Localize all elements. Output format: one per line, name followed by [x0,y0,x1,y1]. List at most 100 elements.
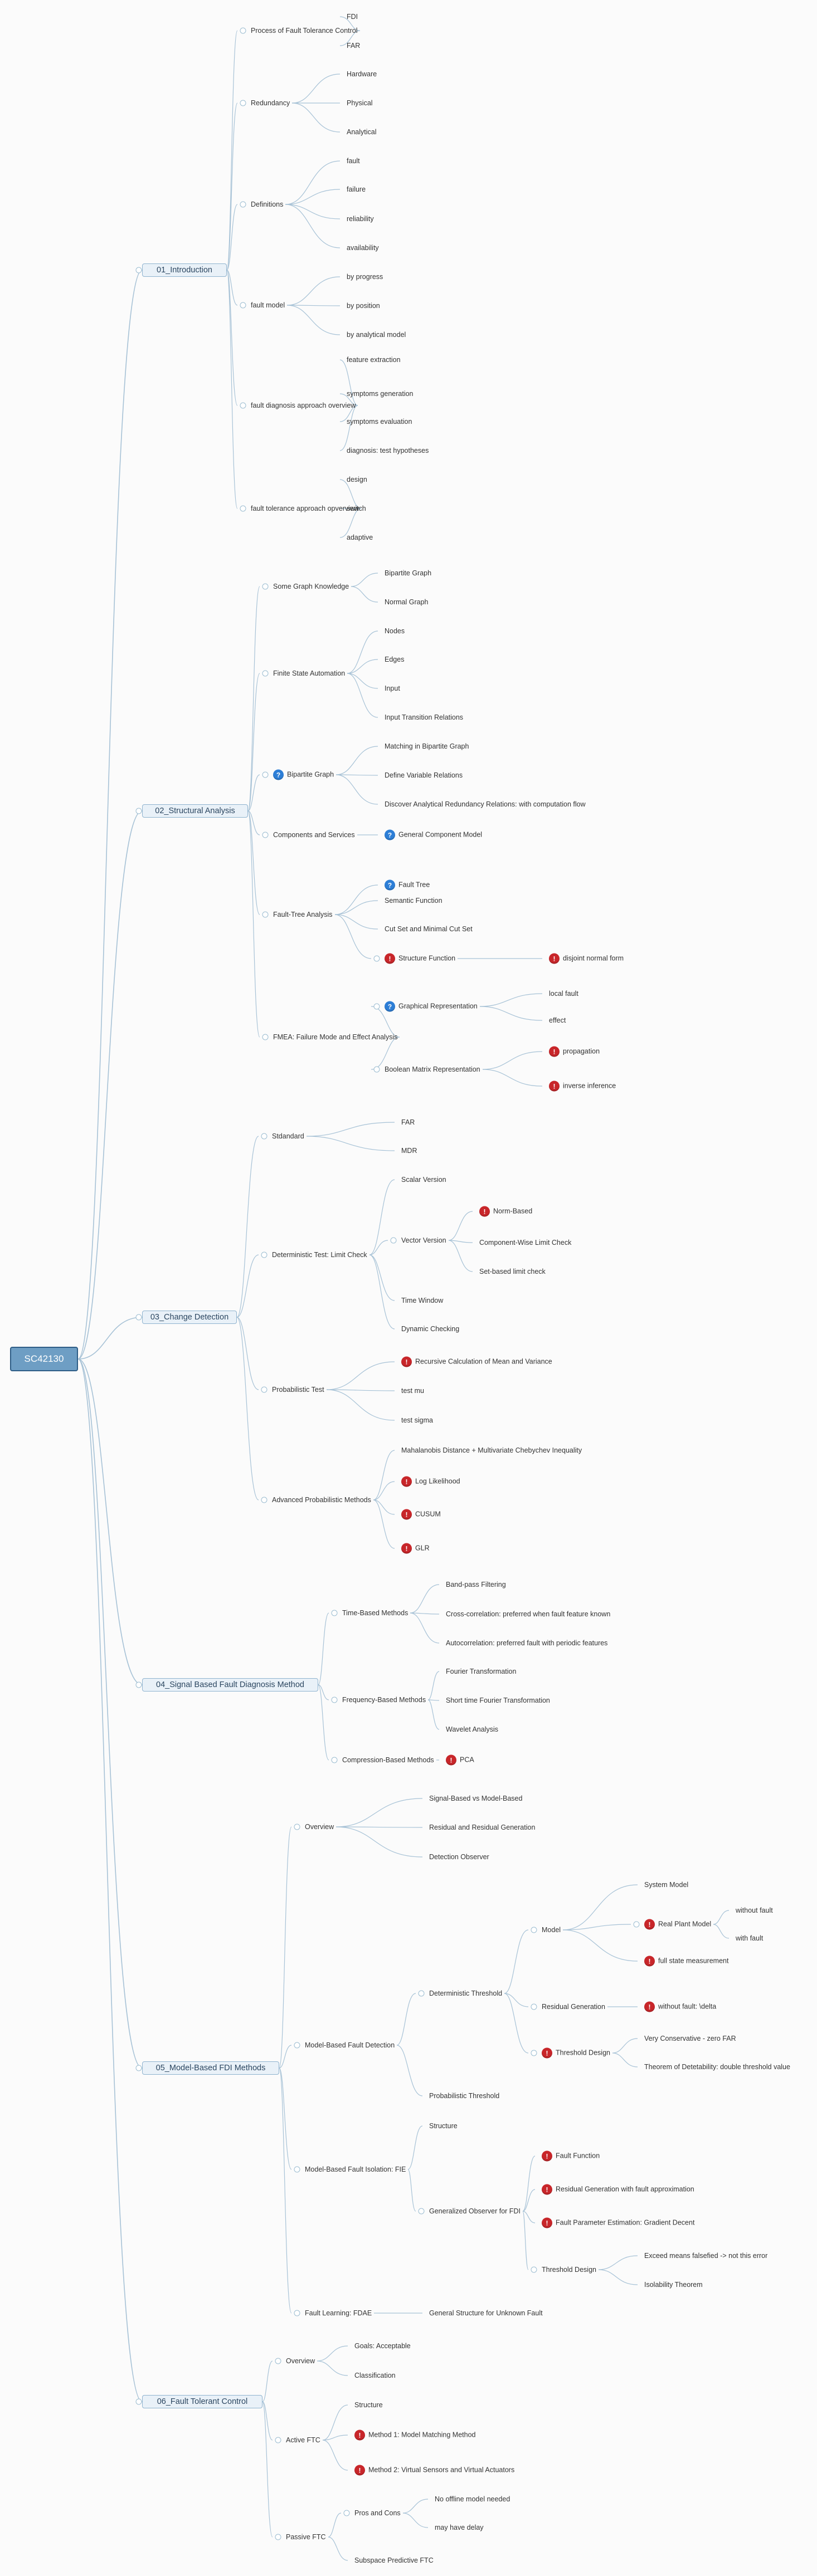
topic-node-overview[interactable]: Overview [305,1824,334,1831]
topic-node-discover-analytical-redundancy-relations-with-co[interactable]: Discover Analytical Redundancy Relations… [385,801,586,808]
topic-node-reliability[interactable]: reliability [347,216,374,223]
topic-node-normal-graph[interactable]: Normal Graph [385,599,429,606]
topic-node-component-wise-limit-check[interactable]: Component-Wise Limit Check [479,1239,571,1247]
topic-node-physical[interactable]: Physical [347,100,373,107]
topic-node-inverse-inference[interactable]: !inverse inference [549,1081,616,1092]
collapse-toggle[interactable] [418,2208,425,2215]
topic-node-general-component-model[interactable]: ?General Component Model [385,829,482,840]
topic-node-residual-generation[interactable]: Residual Generation [542,2003,605,2011]
topic-node-structure-function[interactable]: !Structure Function [385,953,455,964]
collapse-toggle[interactable] [275,2437,281,2443]
topic-node-cut-set-and-minimal-cut-set[interactable]: Cut Set and Minimal Cut Set [385,926,473,933]
collapse-toggle[interactable] [261,1386,268,1393]
collapse-toggle[interactable] [531,2266,537,2273]
topic-node-detection-observer[interactable]: Detection Observer [429,1854,489,1861]
topic-node-edges[interactable]: Edges [385,656,404,663]
topic-node-probabilistic-threshold[interactable]: Probabilistic Threshold [429,2093,499,2100]
topic-node-symptoms-evaluation[interactable]: symptoms evaluation [347,418,412,426]
topic-node-method-2-virtual-sensors-and-virtual-actuators[interactable]: !Method 2: Virtual Sensors and Virtual A… [354,2465,514,2476]
topic-node-real-plant-model[interactable]: !Real Plant Model [644,1919,711,1930]
topic-node-mdr[interactable]: MDR [401,1147,417,1155]
topic-node-fault-learning-fdae[interactable]: Fault Learning: FDAE [305,2310,372,2317]
topic-node-definitions[interactable]: Definitions [251,201,283,208]
topic-node-far[interactable]: FAR [401,1119,415,1126]
collapse-toggle[interactable] [294,2310,300,2316]
topic-node-symptoms-generation[interactable]: symptoms generation [347,390,414,398]
collapse-toggle[interactable] [294,2042,300,2049]
collapse-toggle[interactable] [331,1610,338,1616]
topic-node-isolability-theorem[interactable]: Isolability Theorem [644,2281,703,2289]
topic-node-effect[interactable]: effect [549,1017,566,1024]
topic-node-structure[interactable]: Structure [354,2402,383,2409]
collapse-toggle[interactable] [373,1066,380,1073]
collapse-toggle[interactable] [294,2166,300,2173]
topic-node-fault-tree-analysis[interactable]: Fault-Tree Analysis [273,911,333,918]
topic-node-diagnosis-test-hypotheses[interactable]: diagnosis: test hypotheses [347,447,429,454]
collapse-toggle[interactable] [418,1990,425,1997]
section-node-06-fault-tolerant-control[interactable]: 06_Fault Tolerant Control [142,2395,262,2408]
collapse-toggle[interactable] [262,1034,269,1040]
topic-node-fault-tree[interactable]: ?Fault Tree [385,879,430,891]
topic-node-without-fault-delta[interactable]: !without fault: \delta [644,2001,716,2012]
topic-node-finite-state-automation[interactable]: Finite State Automation [273,670,345,677]
topic-node-frequency-based-methods[interactable]: Frequency-Based Methods [342,1697,426,1704]
topic-node-autocorrelation-preferred-fault-with-periodic-fe[interactable]: Autocorrelation: preferred fault with pe… [446,1640,607,1647]
topic-node-test-mu[interactable]: test mu [401,1387,424,1395]
topic-node-design[interactable]: design [347,476,367,483]
collapse-toggle[interactable] [331,1757,338,1763]
topic-node-feature-extraction[interactable]: feature extraction [347,356,401,364]
topic-node-components-and-services[interactable]: Components and Services [273,832,355,839]
collapse-toggle[interactable] [240,402,246,409]
topic-node-bipartite-graph[interactable]: ?Bipartite Graph [273,769,334,780]
topic-node-method-1-model-matching-method[interactable]: !Method 1: Model Matching Method [354,2430,475,2441]
topic-node-adaptive[interactable]: adaptive [347,534,373,541]
topic-node-semantic-function[interactable]: Semantic Function [385,897,442,905]
collapse-toggle[interactable] [135,2398,142,2405]
topic-node-glr[interactable]: !GLR [401,1543,430,1554]
topic-node-recursive-calculation-of-mean-and-variance[interactable]: !Recursive Calculation of Mean and Varia… [401,1356,552,1367]
topic-node-threshold-design[interactable]: Threshold Design [542,2266,596,2274]
topic-node-dynamic-checking[interactable]: Dynamic Checking [401,1326,459,1333]
collapse-toggle[interactable] [275,2534,281,2540]
topic-node-band-pass-filtering[interactable]: Band-pass Filtering [446,1581,506,1588]
topic-node-bipartite-graph[interactable]: Bipartite Graph [385,570,431,577]
collapse-toggle[interactable] [261,1133,268,1140]
collapse-toggle[interactable] [531,1927,537,1933]
topic-node-process-of-fault-tolerance-control[interactable]: Process of Fault Tolerance Control [251,27,358,35]
topic-node-deterministic-test-limit-check[interactable]: Deterministic Test: Limit Check [272,1252,367,1259]
topic-node-deterministic-threshold[interactable]: Deterministic Threshold [429,1990,502,1997]
collapse-toggle[interactable] [261,1252,268,1258]
collapse-toggle[interactable] [135,1682,142,1688]
topic-node-redundancy[interactable]: Redundancy [251,100,290,107]
collapse-toggle[interactable] [262,670,269,677]
topic-node-mahalanobis-distance-multivariate-chebychev-ineq[interactable]: Mahalanobis Distance + Multivariate Cheb… [401,1447,582,1454]
topic-node-model[interactable]: Model [542,1927,561,1934]
topic-node-fault-parameter-estimation-gradient-decent[interactable]: !Fault Parameter Estimation: Gradient De… [542,2217,694,2228]
topic-node-with-fault[interactable]: with fault [736,1935,763,1942]
topic-node-nodes[interactable]: Nodes [385,628,405,635]
collapse-toggle[interactable] [261,1497,268,1503]
section-node-04-signal-based-fault-diagnosis-method[interactable]: 04_Signal Based Fault Diagnosis Method [142,1678,318,1692]
topic-node-generalized-observer-for-fdi[interactable]: Generalized Observer for FDI [429,2208,521,2215]
topic-node-fault-diagnosis-approach-overview[interactable]: fault diagnosis approach overview [251,402,356,409]
collapse-toggle[interactable] [531,2003,537,2010]
collapse-toggle[interactable] [633,1921,640,1928]
topic-node-system-model[interactable]: System Model [644,1881,688,1889]
topic-node-classification[interactable]: Classification [354,2372,396,2379]
collapse-toggle[interactable] [135,808,142,814]
topic-node-by-position[interactable]: by position [347,302,380,310]
topic-node-local-fault[interactable]: local fault [549,990,578,998]
topic-node-scalar-version[interactable]: Scalar Version [401,1176,446,1184]
topic-node-far[interactable]: FAR [347,42,360,50]
section-node-05-model-based-fdi-methods[interactable]: 05_Model-Based FDI Methods [142,2061,279,2075]
topic-node-wavelet-analysis[interactable]: Wavelet Analysis [446,1726,498,1733]
section-node-03-change-detection[interactable]: 03_Change Detection [142,1311,237,1324]
topic-node-probabilistic-test[interactable]: Probabilistic Test [272,1386,324,1394]
topic-node-model-based-fault-isolation-fie[interactable]: Model-Based Fault Isolation: FIE [305,2166,406,2173]
topic-node-model-based-fault-detection[interactable]: Model-Based Fault Detection [305,2042,395,2049]
topic-node-fdi[interactable]: FDI [347,13,358,21]
topic-node-compression-based-methods[interactable]: Compression-Based Methods [342,1757,434,1764]
topic-node-propagation[interactable]: !propagation [549,1046,600,1057]
collapse-toggle[interactable] [135,267,142,273]
topic-node-residual-and-residual-generation[interactable]: Residual and Residual Generation [429,1824,535,1831]
